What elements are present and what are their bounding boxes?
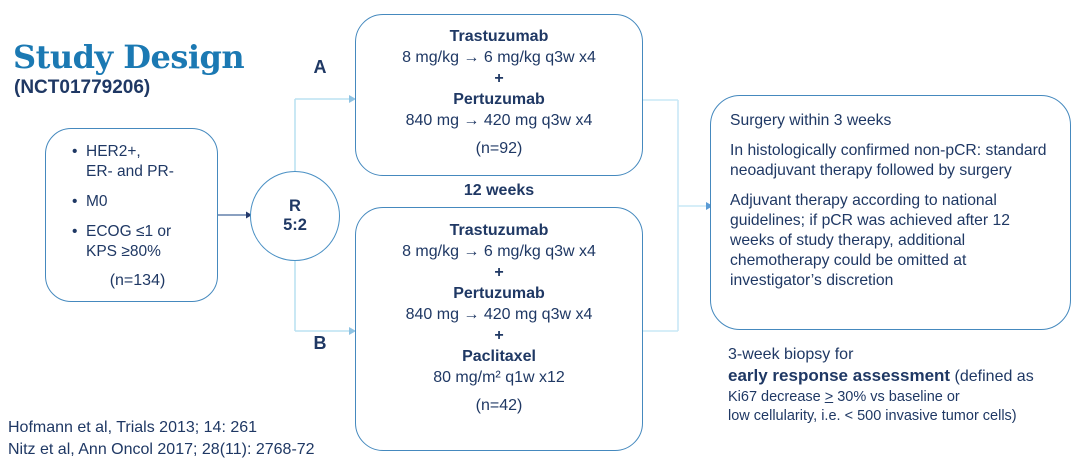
drug-dose: 8 mg/kg → 6 mg/kg q3w x4 — [402, 49, 596, 66]
population-box: HER2+, ER- and PR- M0 ECOG ≤1 or KPS ≥80… — [45, 128, 218, 302]
randomization-ratio: 5:2 — [283, 216, 307, 234]
drug-name: Paclitaxel — [462, 348, 536, 365]
population-n: (n=134) — [109, 272, 166, 289]
biopsy-note: 3-week biopsy for early response assessm… — [728, 344, 1078, 426]
arm-a-label: A — [313, 57, 327, 77]
eligibility-item: M0 — [72, 192, 211, 212]
drug-name: Trastuzumab — [449, 222, 549, 239]
drug-dose: 80 mg/m² q1w x12 — [433, 369, 565, 386]
biopsy-emphasis: early response assessment — [728, 366, 951, 385]
biopsy-line2: early response assessment (defined as — [728, 365, 1078, 388]
reference-item: Hofmann et al, Trials 2013; 14: 261 — [8, 419, 258, 436]
drug-dose: 840 mg → 420 mg q3w x4 — [405, 306, 593, 323]
drug-dose: 840 mg → 420 mg q3w x4 — [405, 112, 593, 129]
plus-sign: + — [494, 327, 504, 344]
arm-b-n: (n=42) — [475, 397, 523, 414]
page-title: Study Design — [13, 38, 245, 76]
arm-a-n: (n=92) — [475, 140, 523, 157]
outcome-box: Surgery within 3 weeks In histologically… — [710, 95, 1071, 330]
arm-b-label: B — [313, 333, 327, 353]
drug-dose: 8 mg/kg → 6 mg/kg q3w x4 — [402, 243, 596, 260]
biopsy-line1: 3-week biopsy for — [728, 346, 854, 363]
arrowhead-arm-b — [349, 327, 356, 335]
plus-sign: + — [494, 264, 504, 281]
references: Hofmann et al, Trials 2013; 14: 261 Nitz… — [8, 417, 315, 460]
gte-symbol: > — [824, 389, 834, 405]
randomization-circle: R 5:2 — [250, 171, 340, 261]
biopsy-line3: Ki67 decrease > 30% vs baseline or — [728, 389, 960, 405]
drug-name: Pertuzumab — [453, 285, 545, 302]
eligibility-list: HER2+, ER- and PR- M0 ECOG ≤1 or KPS ≥80… — [46, 129, 217, 262]
outcome-paragraph: Adjuvant therapy according to national g… — [730, 192, 1010, 289]
plus-sign: + — [494, 70, 504, 87]
biopsy-line4: low cellularity, i.e. < 500 invasive tum… — [728, 408, 1017, 424]
duration-label: 12 weeks — [463, 182, 535, 199]
outcome-paragraph: In histologically confirmed non-pCR: sta… — [730, 142, 1047, 179]
randomization-letter: R — [289, 197, 301, 215]
biopsy-after-bold: (defined as — [950, 368, 1034, 385]
arrowhead-population-to-r — [246, 211, 252, 219]
drug-name: Trastuzumab — [449, 28, 549, 45]
arm-b-box: Trastuzumab 8 mg/kg → 6 mg/kg q3w x4 + P… — [355, 207, 643, 451]
nct-number: (NCT01779206) — [14, 77, 151, 98]
arrowhead-outcome — [706, 202, 713, 210]
eligibility-item: ECOG ≤1 or KPS ≥80% — [72, 222, 211, 262]
drug-name: Pertuzumab — [453, 91, 545, 108]
reference-item: Nitz et al, Ann Oncol 2017; 28(11): 2768… — [8, 440, 315, 458]
arrowhead-arm-a — [349, 95, 356, 103]
eligibility-item: HER2+, ER- and PR- — [72, 142, 211, 182]
arm-a-box: Trastuzumab 8 mg/kg → 6 mg/kg q3w x4 + P… — [355, 14, 643, 176]
connector-arms-to-outcome — [643, 99, 706, 332]
outcome-paragraph: Surgery within 3 weeks — [730, 112, 892, 129]
